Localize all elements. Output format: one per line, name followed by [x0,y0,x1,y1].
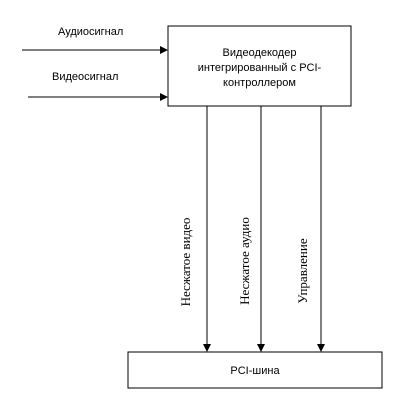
uncompressed-video-label: Несжатое видео [178,218,193,307]
pci-bus-box [127,351,383,389]
decoder-label-line3: контроллером [223,77,296,89]
decoder-label-line1: Видеодекодер [223,47,297,59]
decoder-label-line2: интегрированный с PCI- [198,62,322,74]
video-input-label: Видеосигнал [52,71,118,83]
audio-input-label: Аудиосигнал [58,26,123,38]
decoder-box [167,25,352,107]
uncompressed-audio-label: Несжатое аудио [237,217,252,305]
control-label: Управление [295,238,310,303]
pci-bus-label: PCI-шина [230,365,280,377]
